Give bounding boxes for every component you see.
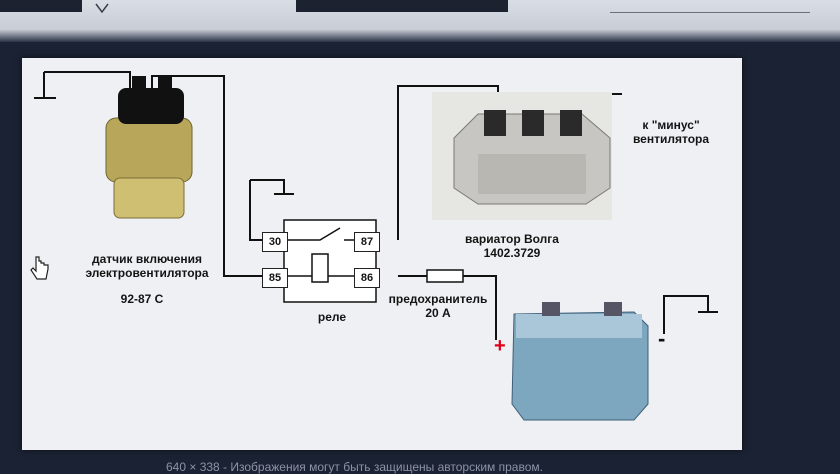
thumbnail-strip-right[interactable] [610, 0, 810, 13]
sensor-label-line2: электровентилятора [85, 266, 209, 280]
wiring-diagram-drawing: + - [34, 71, 718, 421]
relay-pin-87: 87 [354, 232, 380, 252]
relay-label: реле [317, 310, 347, 324]
sensor-label-line1: датчик включения [91, 252, 203, 266]
fan-minus-line1: к "минус" [642, 118, 700, 132]
variator-label-line2: 1402.3729 [483, 246, 541, 260]
hand-cursor-icon [30, 256, 49, 280]
temperature-sensor-icon [105, 76, 193, 219]
variator-module-icon [432, 92, 612, 220]
wires [34, 71, 718, 340]
sensor-label: датчик включения электровентилятора [72, 252, 222, 280]
wiring-diagram: + - 30 87 85 86 датчик включения электро… [22, 58, 742, 450]
variator-label: вариатор Волга 1402.3729 [452, 232, 572, 260]
thumbnail-strip-middle[interactable] [296, 0, 508, 12]
relay-pin-86: 86 [354, 268, 380, 288]
sensor-temperature: 92-87 С [120, 292, 164, 306]
battery-icon [511, 302, 649, 421]
relay-pin-30: 30 [262, 232, 288, 252]
fan-minus-label: к "минус" вентилятора [620, 118, 722, 146]
fuse-label-line1: предохранитель [388, 292, 488, 306]
battery-minus-sign: - [658, 326, 665, 351]
image-caption: 640 × 338 - Изображения могут быть защищ… [166, 460, 543, 474]
fan-minus-line2: вентилятора [632, 132, 710, 146]
selected-arrow-icon [95, 3, 109, 14]
relay-pin-85: 85 [262, 268, 288, 288]
battery-plus-sign: + [494, 335, 506, 357]
browser-top-strip [0, 0, 840, 42]
fuse-icon [426, 269, 464, 283]
variator-label-line1: вариатор Волга [465, 232, 559, 246]
fuse-label: предохранитель 20 А [378, 292, 498, 320]
thumbnail-strip-left[interactable] [0, 0, 82, 12]
fuse-label-line2: 20 А [425, 306, 451, 320]
